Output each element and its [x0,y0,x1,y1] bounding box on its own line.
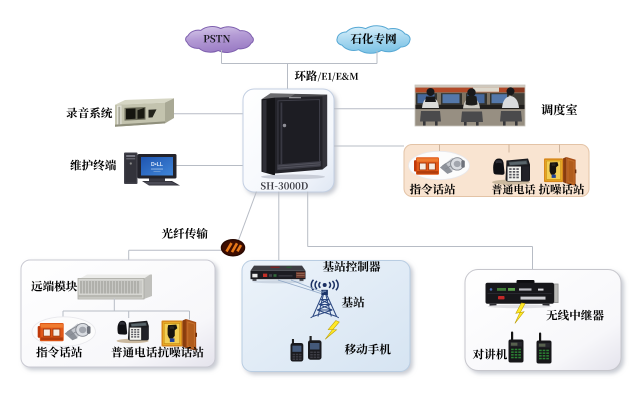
svg-text:D•LL: D•LL [151,162,164,168]
